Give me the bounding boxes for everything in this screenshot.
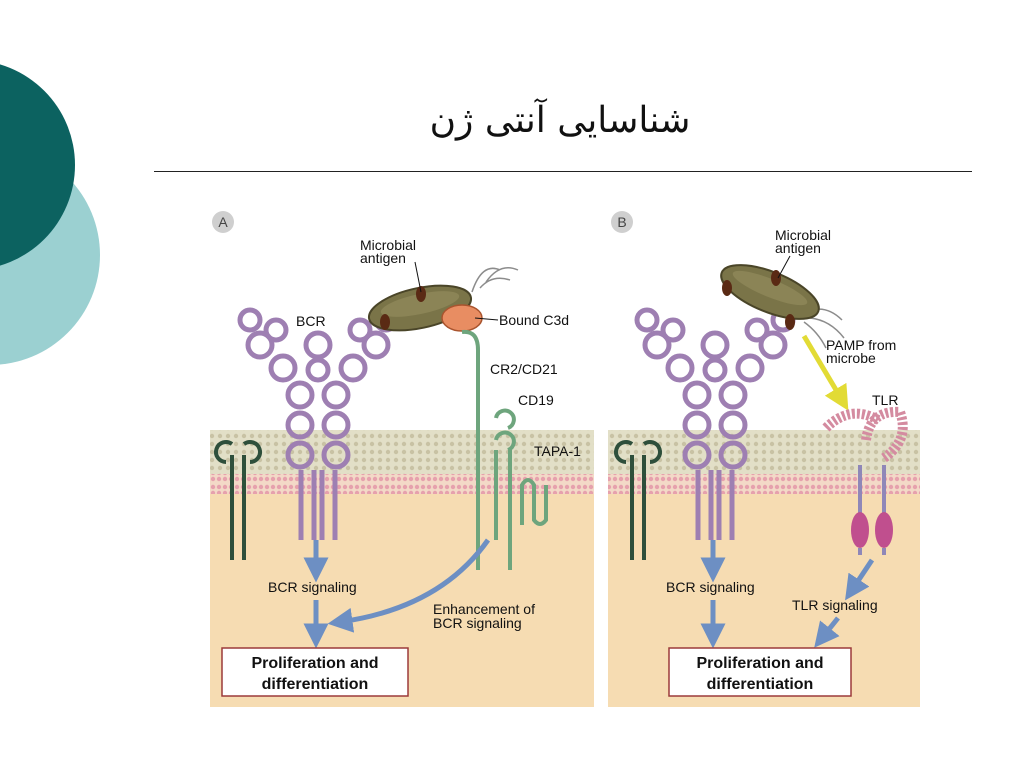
panel-b-microbe <box>720 264 845 349</box>
slide-title: شناسایی آنتی ژن <box>429 100 691 141</box>
panel-b-tlr-arrow-1 <box>845 558 875 601</box>
title-divider <box>154 171 972 172</box>
panel-b-extracellular-zone <box>608 430 920 475</box>
panel-a-c3d-pointer <box>474 317 499 321</box>
panel-a-cd19-label: CD19 <box>518 392 554 408</box>
panel-a-cr2-label: CR2/CD21 <box>490 361 558 377</box>
panel-a-outcome-line1: Proliferation and <box>251 655 378 672</box>
panel-a-badge <box>212 211 234 233</box>
panel-a-extracellular-zone <box>210 430 594 475</box>
panel-b-outcome-line1: Proliferation and <box>696 655 823 672</box>
panel-b-pamp-line1: PAMP from <box>826 337 896 353</box>
panel-a-bcr-signaling-label: BCR signaling <box>268 579 357 595</box>
panel-a-bcr-label: BCR <box>296 313 326 329</box>
panel-b-badge-label: B <box>617 214 626 230</box>
panel-a-badge-label: A <box>218 214 228 230</box>
panel-a-microbe <box>367 267 519 332</box>
panel-a-coreceptor <box>214 440 262 560</box>
panel-b-bcr <box>634 307 796 540</box>
panel-b-outcome-box <box>668 647 852 697</box>
panel-a-microbial-antigen-line1: Microbial <box>360 237 416 253</box>
panel-b-antigen-pointer <box>777 255 791 279</box>
decorative-circles <box>0 64 100 365</box>
dark-teal-circle <box>0 64 75 266</box>
panel-b-membrane <box>608 474 920 494</box>
panel-b-tlr <box>822 406 908 555</box>
panel-b-tlr-label: TLR <box>872 392 898 408</box>
panel-a-outcome-line2: differentiation <box>262 676 369 693</box>
panel-b-outcome-line2: differentiation <box>707 676 814 693</box>
panel-a-tapa1-label: TAPA-1 <box>534 443 581 459</box>
panel-a-microbial-antigen-line2: antigen <box>360 250 406 266</box>
panel-b-microbial-antigen-line2: antigen <box>775 240 821 256</box>
panel-b-pamp-line2: microbe <box>826 350 876 366</box>
panel-b-bcr-signaling-label: BCR signaling <box>666 579 755 595</box>
panel-b-coreceptor <box>614 440 662 560</box>
panel-b-tlr-arrow-2 <box>814 616 840 648</box>
panel-a-membrane <box>210 474 594 494</box>
panel-a-antigen-pointer <box>414 261 422 293</box>
panel-a-enhancement-arrow <box>327 538 491 633</box>
panel-b-tlr-signaling-label: TLR signaling <box>792 597 878 613</box>
panel-a-bound-c3d-label: Bound C3d <box>499 312 569 328</box>
panel-a-enhancement-line2: BCR signaling <box>433 615 522 631</box>
panel-a-enhancement-line1: Enhancement of <box>433 601 535 617</box>
panel-a-cr2-complex <box>461 329 548 570</box>
panel-b-microbial-antigen-line1: Microbial <box>775 227 831 243</box>
panel-b-pamp-arrow <box>801 334 849 411</box>
panel-b: B Microbial antigen <box>608 205 920 707</box>
panel-b-badge <box>611 211 633 233</box>
panel-a-outcome-box <box>221 647 409 697</box>
panel-a: A BCR Microbi <box>210 205 594 707</box>
